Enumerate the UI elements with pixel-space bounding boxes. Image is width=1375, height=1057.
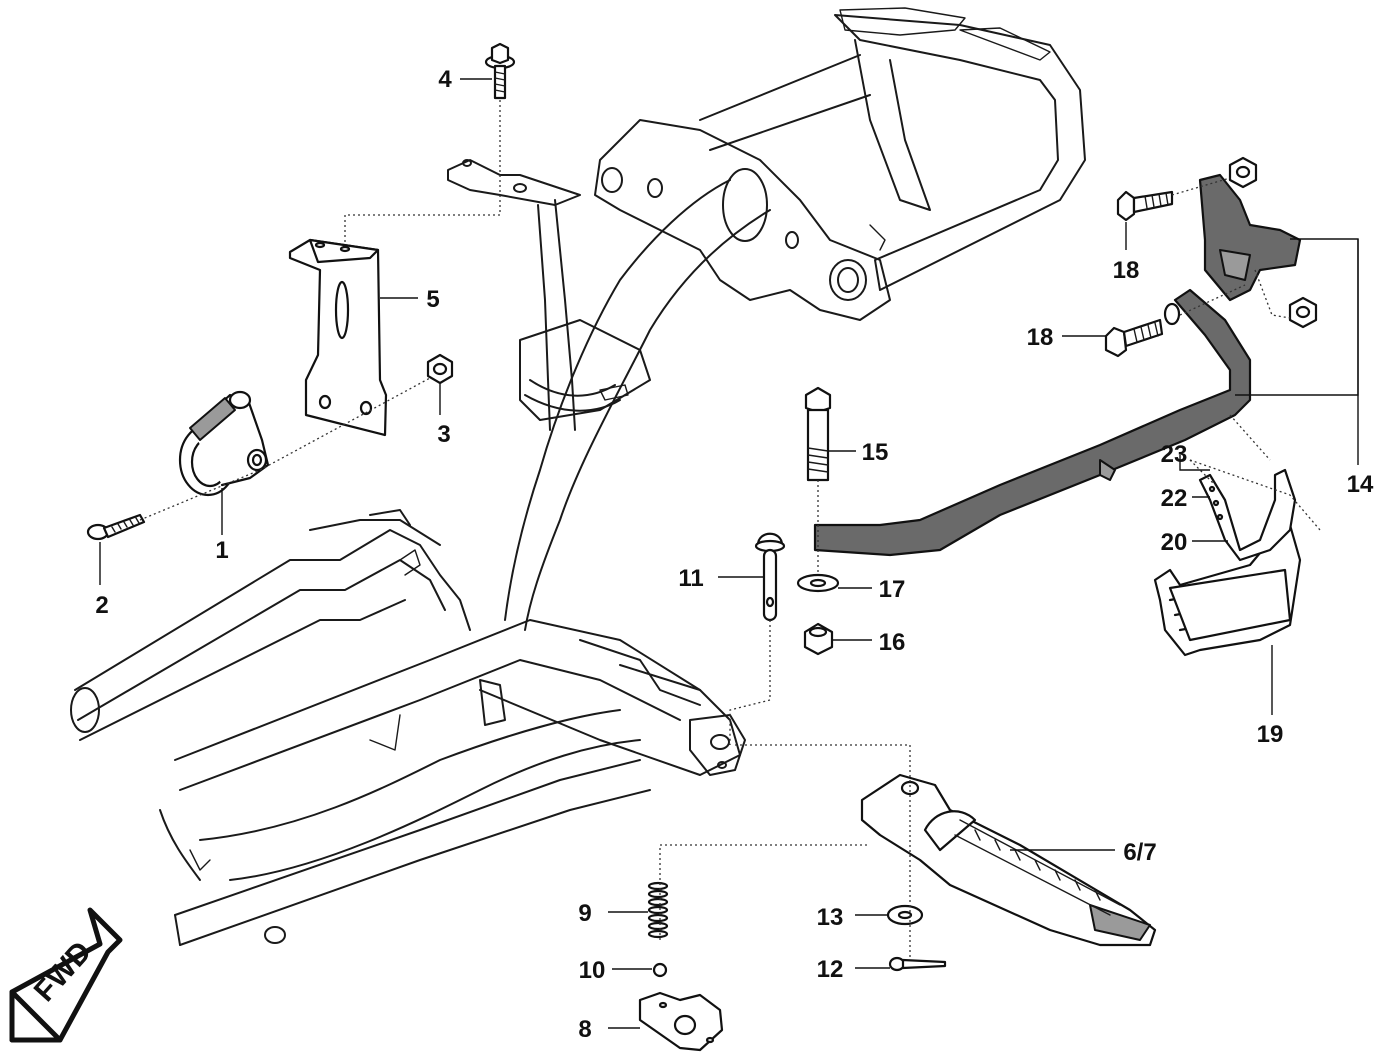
callout-18-lower: 18 xyxy=(1027,324,1054,351)
part-15-hex-bolt xyxy=(804,386,832,482)
part-14-footrest-bracket xyxy=(813,173,1302,557)
assembly-lines xyxy=(139,100,1321,960)
callout-19: 19 xyxy=(1257,721,1284,748)
callout-4: 4 xyxy=(438,66,452,93)
callout-15: 15 xyxy=(862,439,889,466)
fwd-arrow: FWD xyxy=(9,907,123,1043)
callout-14: 14 xyxy=(1347,471,1374,498)
callout-3: 3 xyxy=(437,421,450,448)
callout-23: 23 xyxy=(1161,441,1188,468)
part-6-7-footrest-peg xyxy=(860,773,1157,947)
part-18-upper-bolt xyxy=(1116,190,1174,222)
callout-11: 11 xyxy=(678,565,703,592)
part-20-22-23-hardware xyxy=(1198,468,1297,562)
callout-18-upper: 18 xyxy=(1113,257,1140,284)
callout-13: 13 xyxy=(817,904,844,931)
part-12-cotter-pin xyxy=(888,956,947,972)
leader-lines xyxy=(99,78,1359,1029)
part-18-lower-bolt xyxy=(1104,302,1181,358)
callout-20: 20 xyxy=(1161,529,1188,556)
callout-5: 5 xyxy=(426,286,439,313)
part-19-floorboard-pad xyxy=(1153,523,1302,657)
callout-9: 9 xyxy=(578,900,591,927)
part-2-bolt xyxy=(86,513,146,541)
part-1-clamp-bracket xyxy=(178,390,270,497)
part-16-nut xyxy=(803,622,834,656)
callout-labels: 1 2 3 4 5 6/7 8 9 10 11 12 13 14 15 16 1… xyxy=(95,66,1374,1043)
part-17-washer xyxy=(796,573,840,593)
callout-8: 8 xyxy=(578,1016,591,1043)
part-10-ball xyxy=(652,962,668,978)
part-3-nut xyxy=(426,353,454,385)
part-14-nuts xyxy=(1228,156,1318,329)
callout-10: 10 xyxy=(579,957,606,984)
callout-17: 17 xyxy=(879,576,906,603)
scooter-frame xyxy=(70,7,1086,946)
part-9-spring xyxy=(647,881,669,939)
callout-22: 22 xyxy=(1161,485,1188,512)
part-13-washer xyxy=(886,904,924,926)
part-5-plate-bracket xyxy=(288,238,388,437)
callout-16: 16 xyxy=(879,629,906,656)
part-4-flange-bolt xyxy=(484,42,516,100)
callout-6-7: 6/7 xyxy=(1123,839,1156,866)
callout-12: 12 xyxy=(817,956,844,983)
callout-2: 2 xyxy=(95,592,108,619)
part-8-plate xyxy=(638,991,724,1052)
callout-1: 1 xyxy=(215,537,228,564)
